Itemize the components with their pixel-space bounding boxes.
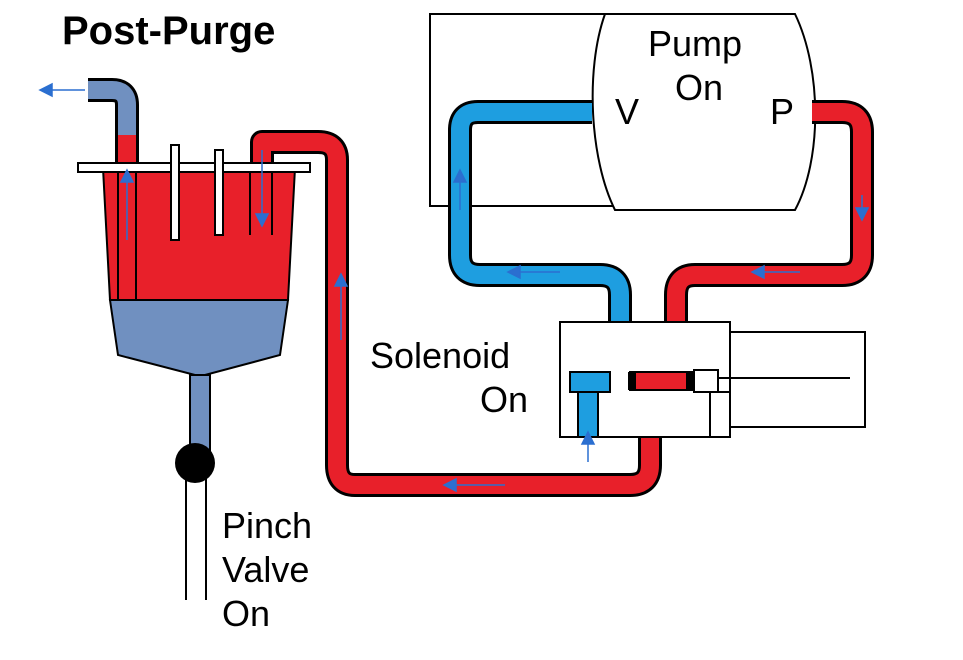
pinch-valve-label-line3: On bbox=[222, 593, 270, 634]
diagram-title: Post-Purge bbox=[62, 9, 275, 53]
flow-arrows bbox=[38, 82, 870, 493]
drain-tube bbox=[189, 374, 211, 451]
reservoir-liquid-lower bbox=[108, 299, 290, 376]
pump-label-line1: Pump bbox=[648, 23, 742, 64]
reservoir-gas-upper bbox=[101, 167, 297, 301]
reservoir-lid bbox=[77, 162, 311, 173]
level-probe-2 bbox=[214, 149, 224, 236]
pinch-valve-label-line1: Pinch bbox=[222, 505, 312, 546]
solenoid-label-line1: Solenoid bbox=[370, 335, 510, 376]
solenoid-coil bbox=[729, 331, 866, 428]
pump-label-line2: On bbox=[675, 67, 723, 108]
solenoid-label-line2: On bbox=[480, 379, 528, 420]
pump-vacuum-port-label: V bbox=[615, 91, 639, 132]
level-probe-1 bbox=[170, 144, 180, 241]
pinch-valve-label-line2: Valve bbox=[222, 549, 309, 590]
pump-pressure-port-label: P bbox=[770, 91, 794, 132]
pump-body bbox=[591, 13, 817, 211]
pinch-valve bbox=[175, 443, 215, 483]
